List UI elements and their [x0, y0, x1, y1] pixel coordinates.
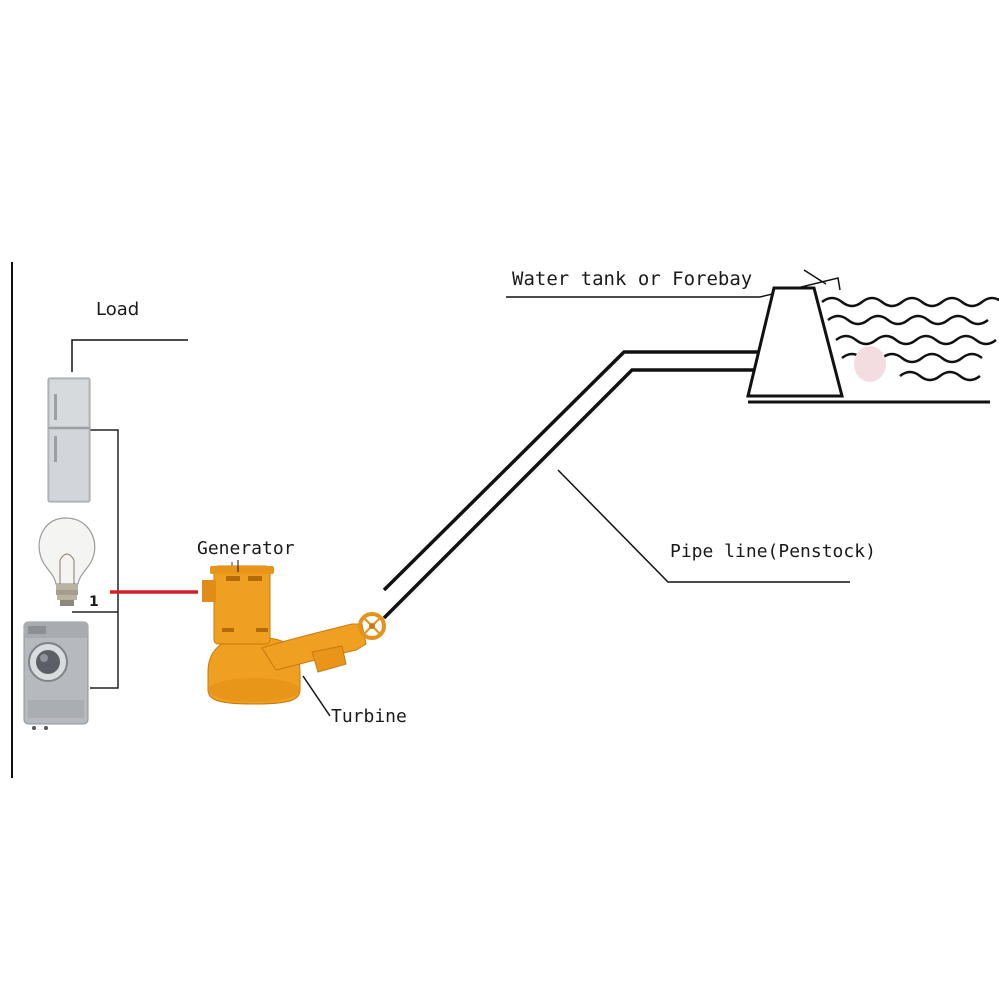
water-bubble — [854, 346, 886, 382]
penstock-upper-line — [382, 350, 760, 592]
turbine-label: Turbine — [331, 706, 407, 727]
pipe-line-label: Pipe line(Penstock) — [670, 541, 876, 562]
light-bulb-icon — [38, 517, 96, 606]
water-tank-shape — [746, 286, 844, 398]
generator-label: Generator — [197, 538, 295, 559]
pipe-line-leader-line — [557, 469, 850, 583]
generator-turbine-icon — [202, 562, 386, 705]
water-waves — [821, 296, 999, 382]
terminal-number-label: 1 — [89, 594, 99, 610]
turbine-leader-line — [302, 675, 331, 717]
load-label: Load — [96, 299, 140, 320]
appliance-wiring — [88, 429, 119, 689]
penstock-lower-line — [382, 368, 760, 620]
water-tank-pointer — [803, 269, 827, 285]
washing-machine-icon — [23, 621, 89, 730]
refrigerator-icon — [47, 377, 91, 503]
load-leader-line — [71, 339, 188, 372]
water-tank-label: Water tank or Forebay — [512, 268, 753, 290]
